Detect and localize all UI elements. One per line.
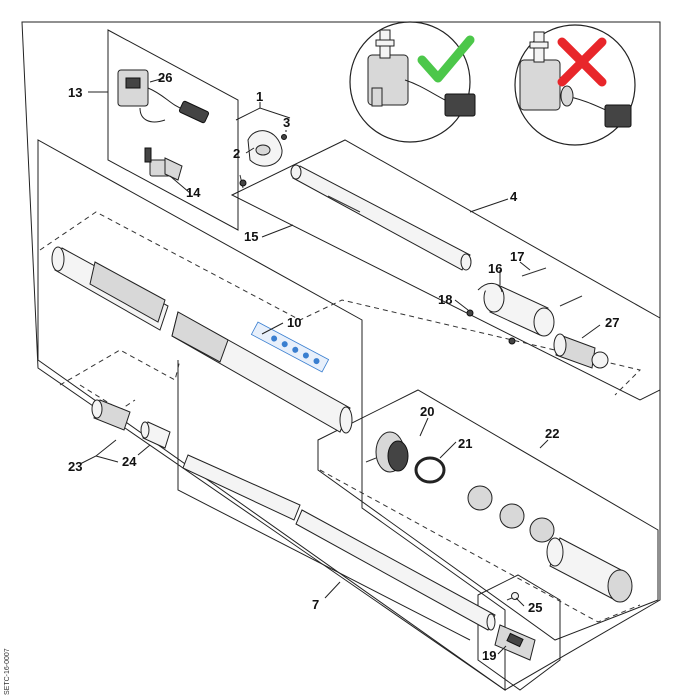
label-strip: [250, 321, 330, 373]
callout-20: 20: [420, 404, 434, 419]
callouts: 13 26 14 1 2 3 15 4 17 16 18 27 10 20 21…: [68, 70, 619, 663]
inset-correct: [349, 21, 476, 143]
part-15-shaft: [290, 164, 472, 271]
part-10-tube: [51, 246, 353, 434]
callout-22: 22: [545, 426, 559, 441]
part-14-switch: [144, 147, 183, 181]
frame-main: [21, 21, 661, 691]
leader-lines: [79, 77, 601, 655]
callout-15: 15: [244, 229, 258, 244]
cross-mark-icon: [557, 37, 607, 87]
inset-incorrect: [514, 24, 636, 146]
part-23-sleeve: [91, 399, 131, 431]
part-24-sleeve: [140, 421, 171, 449]
callout-17: 17: [510, 249, 524, 264]
part-20-bearing: [365, 431, 409, 473]
frame-7: [177, 360, 471, 641]
frame-4: [230, 139, 661, 401]
callout-7: 7: [312, 597, 319, 612]
callout-27: 27: [605, 315, 619, 330]
part-13-switch-housing: [117, 69, 210, 124]
frame-tube-10: [37, 139, 506, 691]
part-16-coupling: [466, 267, 583, 345]
frame-outlines: [21, 21, 661, 691]
part-22-assembly: [467, 485, 633, 603]
document-id: SETC-16-0007: [4, 648, 11, 695]
callout-24: 24: [122, 454, 137, 469]
part-27-clamp-insert: [553, 333, 609, 369]
part-19-end-cap: [494, 624, 536, 661]
callout-4: 4: [510, 189, 518, 204]
part-7-shaft: [182, 454, 496, 631]
callout-1: 1: [256, 89, 263, 104]
callout-14: 14: [186, 185, 201, 200]
callout-26: 26: [158, 70, 172, 85]
callout-23: 23: [68, 459, 82, 474]
frame-13: [107, 29, 239, 231]
part-21-ring: [414, 456, 446, 484]
callout-10: 10: [287, 315, 301, 330]
check-mark-icon: [417, 35, 475, 83]
callout-19: 19: [482, 648, 496, 663]
part-25-screw: [506, 592, 519, 601]
frame-19: [477, 574, 561, 691]
callout-25: 25: [528, 600, 542, 615]
callout-18: 18: [438, 292, 452, 307]
callout-16: 16: [488, 261, 502, 276]
callout-13: 13: [68, 85, 82, 100]
frame-22: [317, 389, 659, 641]
callout-21: 21: [458, 436, 472, 451]
callout-3: 3: [283, 115, 290, 130]
part-1-clamp: [239, 130, 287, 189]
callout-2: 2: [233, 146, 240, 161]
